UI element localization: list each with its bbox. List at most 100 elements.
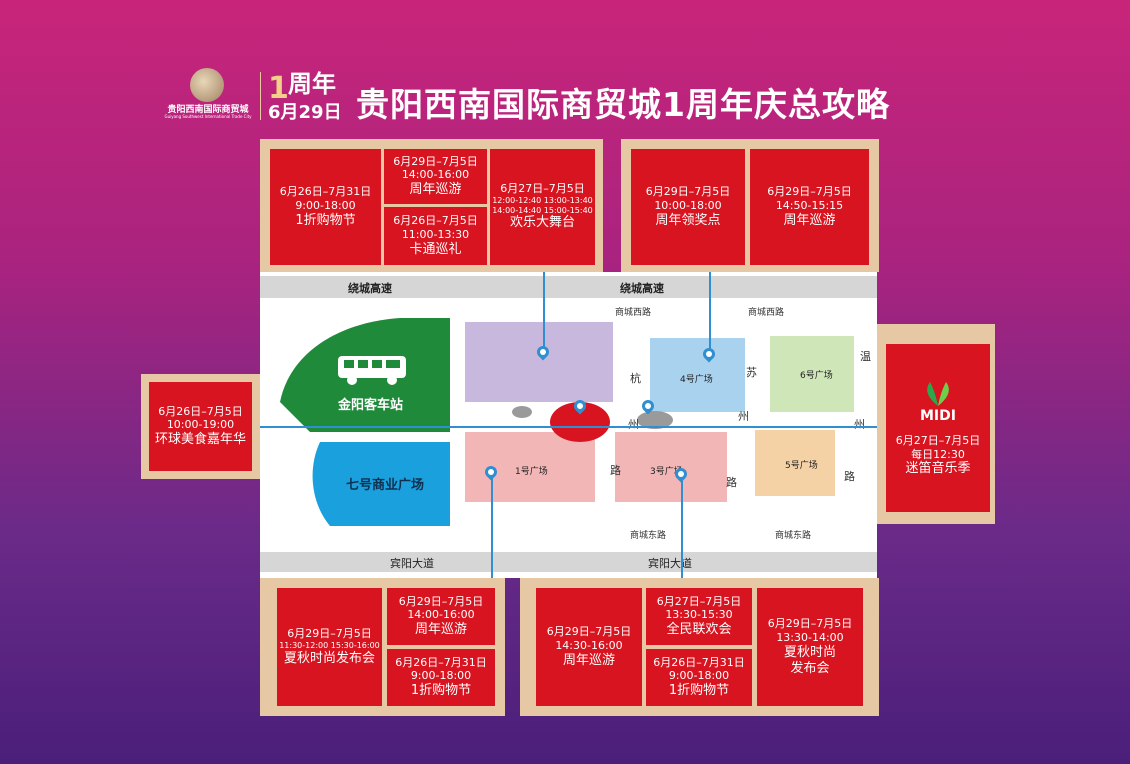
event-time: 13:30-14:00: [776, 630, 844, 644]
event-card[interactable]: 6月29日–7月5日 14:30-16:00 周年巡游: [536, 588, 642, 706]
event-date: 6月29日–7月5日: [767, 185, 852, 199]
arrow-line: [681, 478, 683, 578]
street-char: 杭: [630, 372, 641, 385]
event-date: 6月29日–7月5日: [398, 594, 484, 608]
event-name: 全民联欢会: [666, 622, 732, 638]
road-label: 绕城高速: [620, 282, 664, 295]
plaza4-label: 4号广场: [680, 375, 713, 385]
zone-plaza6: [770, 336, 854, 412]
event-name: 周年巡游: [562, 652, 615, 668]
street-char: 州: [628, 418, 639, 431]
midi-brand: MIDI: [920, 408, 956, 425]
event-card[interactable]: 6月29日–7月5日 14:50-15:15 周年巡游: [750, 149, 869, 265]
event-time: 14:00-14:40 15:00-15:40: [492, 205, 593, 215]
event-card[interactable]: 6月26日–7月5日 11:00-13:30 卡通巡礼: [384, 207, 487, 265]
logo-subtitle: Guiyang Southwest International Trade Ci…: [164, 114, 252, 119]
plaza1-label: 1号广场: [515, 467, 548, 477]
event-date: 6月29日–7月5日: [287, 627, 372, 641]
map-shapes: [280, 318, 854, 526]
divider: [260, 72, 261, 120]
site-map: 绕城高速 绕城高速 商城西路 商城西路 宾阳大道 宾阳大道 商城东路 商城东路 …: [260, 272, 877, 578]
event-name: 卡通巡礼: [409, 241, 462, 257]
plaza6-label: 6号广场: [800, 371, 833, 381]
event-frame-bottom-right: 6月29日–7月5日 14:30-16:00 周年巡游 6月27日–7月5日 1…: [520, 578, 879, 716]
zone-plaza3: [615, 432, 727, 502]
plaza7-area: [312, 442, 450, 526]
logo-name: 贵阳西南国际商贸城: [167, 105, 249, 115]
road-label: 宾阳大道: [390, 557, 434, 570]
anniversary-date: 6月29日: [268, 102, 342, 123]
event-card[interactable]: 6月27日–7月5日 12:00-12:40 13:00-13:40 14:00…: [490, 149, 595, 265]
event-card[interactable]: 6月26日–7月31日 9:00-18:00 1折购物节: [270, 149, 381, 265]
road-label: 商城西路: [748, 308, 785, 318]
event-date: 6月27日–7月5日: [895, 433, 981, 447]
arrow-line: [709, 272, 711, 356]
event-frame-top-left: 6月26日–7月31日 9:00-18:00 1折购物节 6月29日–7月5日 …: [260, 139, 603, 272]
street-char: 苏: [746, 366, 757, 379]
event-time: 9:00-18:00: [668, 669, 730, 683]
event-name: 发布会: [790, 660, 830, 676]
event-card[interactable]: 6月29日–7月5日 11:30-12:00 15:30-16:00 夏秋时尚发…: [277, 588, 382, 706]
event-name: 欢乐大舞台: [509, 215, 575, 231]
event-frame-left: 6月26日–7月5日 10:00-19:00 环球美食嘉年华: [141, 374, 260, 479]
event-card[interactable]: 6月26日–7月31日 9:00-18:00 1折购物节: [646, 649, 752, 706]
event-name: 迷笛音乐季: [905, 461, 971, 477]
event-date: 6月27日–7月5日: [656, 594, 742, 608]
page-title: 贵阳西南国际商贸城1周年庆总攻略: [356, 85, 890, 124]
ring-expressway: [260, 276, 877, 298]
arrow-line: [491, 478, 493, 578]
arrow-line: [260, 426, 877, 428]
event-card[interactable]: MIDI 6月27日–7月5日 每日12:30 迷笛音乐季: [886, 344, 990, 512]
road-label: 商城西路: [615, 308, 652, 318]
road-label: 绕城高速: [348, 282, 392, 295]
street-char: 温: [860, 350, 871, 363]
event-name: 1折购物节: [410, 683, 472, 699]
event-name: 周年巡游: [783, 212, 836, 228]
bus-station-label: 金阳客车站: [338, 398, 404, 413]
event-name: 周年领奖点: [655, 212, 721, 228]
event-card[interactable]: 6月29日–7月5日 13:30-14:00 夏秋时尚 发布会: [757, 588, 863, 706]
event-time: 14:50-15:15: [775, 198, 844, 212]
anniversary-word: 周年: [288, 70, 336, 98]
event-date: 6月29日–7月5日: [393, 154, 478, 168]
event-date: 6月26日–7月31日: [395, 655, 487, 669]
road-label: 商城东路: [630, 531, 667, 541]
event-card[interactable]: 6月26日–7月31日 9:00-18:00 1折购物节: [387, 649, 495, 706]
event-time: 14:00-16:00: [401, 168, 470, 182]
street-char: 路: [844, 470, 855, 483]
center-stage: [550, 402, 610, 442]
plaza5-label: 5号广场: [785, 461, 818, 471]
oval: [512, 406, 532, 418]
event-name: 夏秋时尚: [783, 644, 836, 660]
event-date: 6月27日–7月5日: [500, 182, 585, 196]
event-time: 9:00-18:00: [410, 669, 472, 683]
event-name: 1折购物节: [295, 212, 356, 228]
event-date: 6月26日–7月31日: [653, 655, 745, 669]
event-time: 11:00-13:30: [401, 227, 470, 241]
event-time: 12:00-12:40 13:00-13:40: [492, 196, 593, 206]
event-card[interactable]: 6月26日–7月5日 10:00-19:00 环球美食嘉年华: [149, 382, 252, 471]
event-time: 13:30-15:30: [665, 608, 733, 622]
event-time: 每日12:30: [911, 447, 965, 461]
zone-plaza5: [755, 430, 835, 496]
road-label: 商城东路: [775, 531, 812, 541]
event-card[interactable]: 6月27日–7月5日 13:30-15:30 全民联欢会: [646, 588, 752, 645]
midi-leaf-icon: [927, 382, 949, 407]
binyang-avenue: [260, 552, 877, 572]
anniversary-number: 1: [268, 71, 289, 106]
event-name: 1折购物节: [668, 683, 730, 699]
event-name: 周年巡游: [414, 622, 467, 638]
event-frame-top-right: 6月29日–7月5日 10:00-18:00 周年领奖点 6月29日–7月5日 …: [621, 139, 879, 272]
event-date: 6月29日–7月5日: [645, 185, 731, 199]
event-card[interactable]: 6月29日–7月5日 14:00-16:00 周年巡游: [384, 149, 487, 204]
event-time: 10:00-19:00: [166, 418, 235, 432]
plaza7-label: 七号商业广场: [346, 478, 425, 493]
event-date: 6月26日–7月5日: [393, 214, 478, 228]
event-card[interactable]: 6月29日–7月5日 10:00-18:00 周年领奖点: [631, 149, 745, 265]
plaza3-label: 3号广场: [650, 467, 683, 477]
street-char: 路: [610, 464, 621, 477]
event-name: 环球美食嘉年华: [154, 432, 246, 448]
event-card[interactable]: 6月29日–7月5日 14:00-16:00 周年巡游: [387, 588, 495, 645]
event-time: 11:30-12:00 15:30-16:00: [279, 640, 380, 650]
event-date: 6月26日–7月31日: [279, 185, 372, 199]
